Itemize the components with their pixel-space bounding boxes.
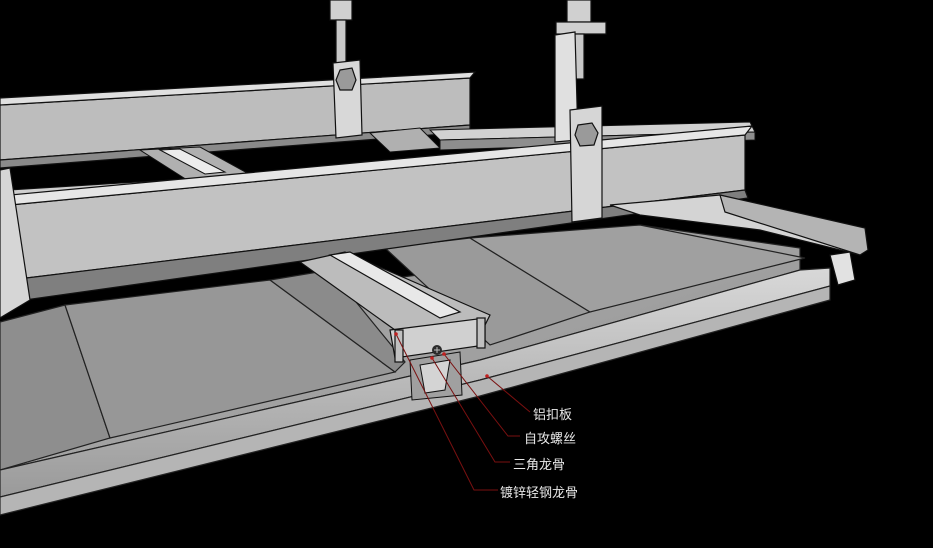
galvanized-light-steel-keel-shape [298,251,491,363]
front-main-runner [0,125,754,319]
leader-lines [394,332,531,491]
label-self-tapping-screw: 自攻螺丝 [524,432,577,447]
right-runner [609,194,869,286]
hanger-right [554,0,607,223]
label-galvanized-light-steel-keel: 镀锌轻钢龙骨 [500,486,579,501]
triangle-keel-shape [409,351,463,401]
self-tapping-screw-shape [432,345,442,355]
label-triangle-keel: 三角龙骨 [513,458,566,473]
hanger-left [329,0,363,139]
label-aluminum-panel: 铝扣板 [533,408,573,423]
